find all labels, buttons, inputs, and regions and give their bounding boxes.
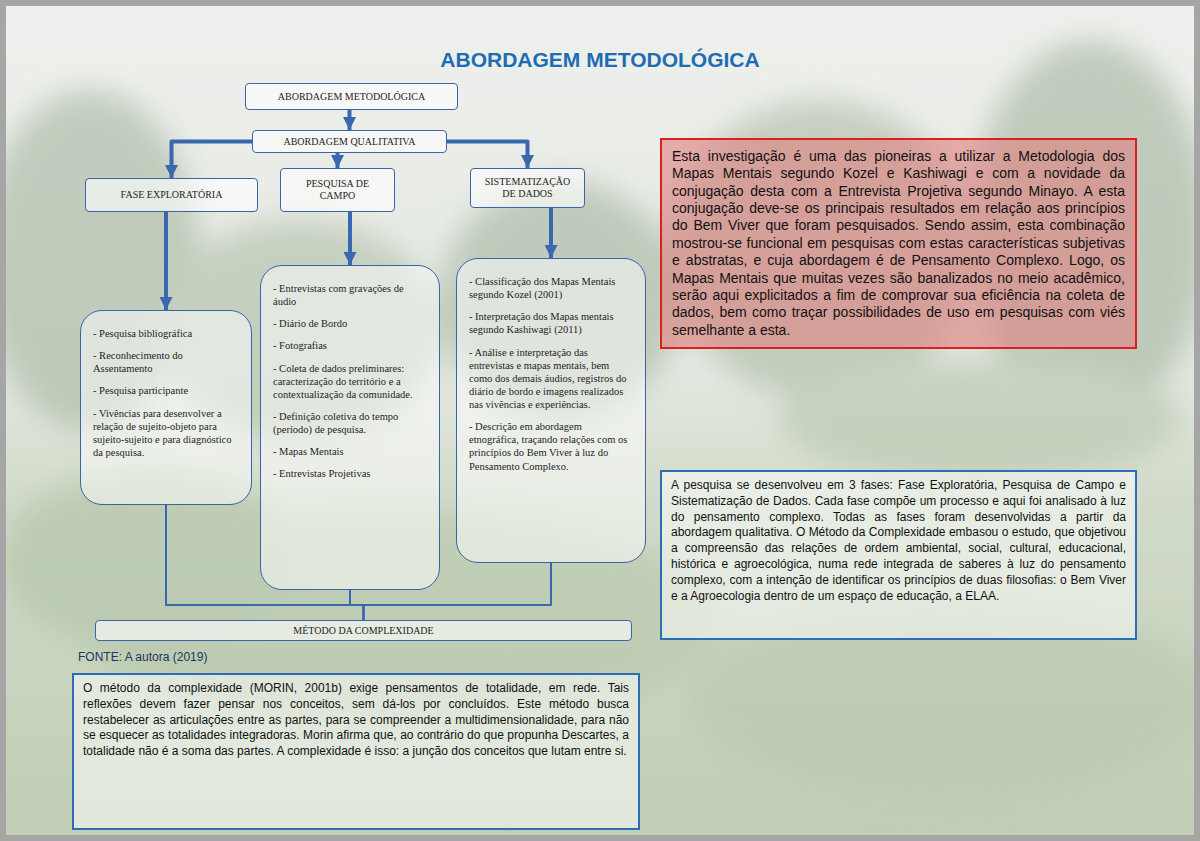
flow-arrow	[549, 208, 553, 258]
node-text: - Interpretação dos Mapas mentais segund…	[469, 310, 633, 336]
node-text: - Fotografias	[273, 339, 427, 352]
flow-arrow	[172, 142, 253, 179]
node-text: FASE EXPLORATÓRIA	[92, 189, 251, 201]
node-text: - Mapas Mentais	[273, 445, 427, 458]
node-text: - Pesquisa participante	[93, 384, 239, 397]
node-text: O método da complexidade (MORIN, 2001b) …	[83, 681, 629, 760]
method-box: ABORDAGEM METODOLÓGICA	[245, 83, 458, 110]
text-box: O método da complexidade (MORIN, 2001b) …	[72, 673, 640, 830]
node-text: - Definição coletiva do tempo (período) …	[273, 410, 427, 436]
node-text: - Descrição em abordagem etnográfica, tr…	[469, 420, 633, 473]
activity-list-box: - Classificação dos Mapas Mentais segund…	[456, 258, 646, 563]
slide-frame	[3, 3, 1197, 838]
node-text: - Pesquisa bibliográfica	[93, 327, 239, 340]
slide-title: ABORDAGEM METODOLÓGICA	[0, 48, 1200, 72]
bracket-line	[350, 590, 364, 620]
node-text: - Coleta de dados preliminares: caracter…	[273, 362, 427, 401]
node-text: - Diário de Bordo	[273, 317, 427, 330]
node-text: SISTEMATIZAÇÃO DE DADOS	[477, 176, 578, 200]
node-text: - Entrevistas com gravações de áudio	[273, 282, 427, 308]
flow-arrow	[447, 142, 528, 169]
node-text: Esta investigação é uma das pioneiras a …	[672, 148, 1125, 339]
node-text: MÉTODO DA COMPLEXIDADE	[102, 625, 625, 637]
node-text: - Classificação dos Mapas Mentais segund…	[469, 275, 633, 301]
phase-box: PESQUISA DE CAMPO	[280, 168, 395, 212]
text-box: A pesquisa se desenvolveu em 3 fases: Fa…	[660, 470, 1137, 640]
node-text: - Entrevistas Projetivas	[273, 467, 427, 480]
phase-box: FASE EXPLORATÓRIA	[85, 178, 258, 212]
node-text: - Análise e interpretação das entrevista…	[469, 346, 633, 412]
node-text: ABORDAGEM METODOLÓGICA	[252, 91, 451, 103]
flow-arrow	[164, 212, 168, 310]
method-band: MÉTODO DA COMPLEXIDADE	[95, 620, 632, 641]
node-text: PESQUISA DE CAMPO	[287, 178, 388, 202]
source-note: FONTE: A autora (2019)	[78, 650, 207, 664]
activity-list-box: - Pesquisa bibliográfica - Reconhecimento…	[80, 310, 252, 505]
node-text: - Vivências para desenvolver a relação d…	[93, 407, 239, 460]
node-text: - Reconhecimento do Assentamento	[93, 349, 239, 375]
flow-arrow	[348, 110, 352, 130]
flow-arrow	[336, 153, 340, 168]
activity-list-box: - Entrevistas com gravações de áudio - Di…	[260, 265, 440, 590]
approach-box: ABORDAGEM QUALITATIVA	[252, 130, 447, 153]
flow-arrow	[348, 212, 352, 265]
phase-box: SISTEMATIZAÇÃO DE DADOS	[470, 168, 585, 208]
node-text: A pesquisa se desenvolveu em 3 fases: Fa…	[671, 478, 1126, 605]
node-text: ABORDAGEM QUALITATIVA	[259, 136, 440, 148]
highlight-text-box: Esta investigação é uma das pioneiras a …	[660, 138, 1137, 349]
